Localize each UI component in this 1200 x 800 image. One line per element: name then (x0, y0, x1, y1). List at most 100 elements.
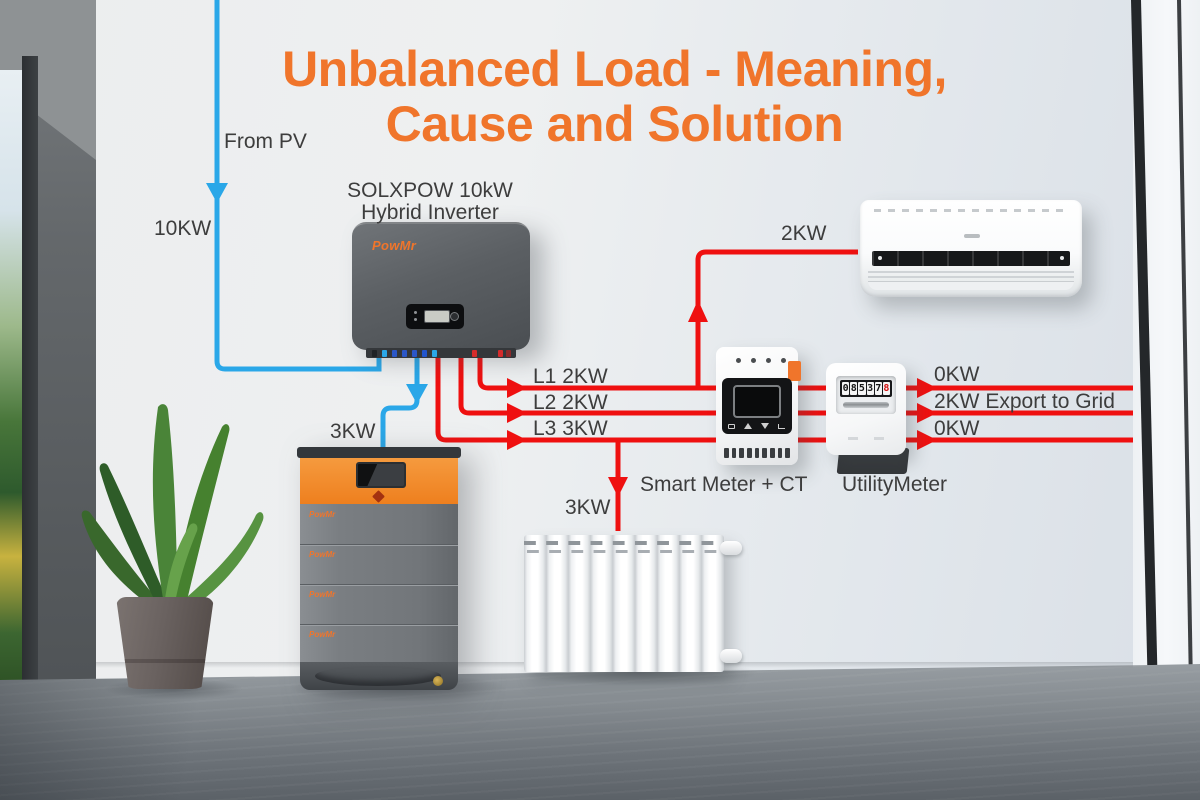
smart-meter-terminal-dot (781, 358, 786, 363)
battery-seam (300, 544, 458, 546)
meter-digit: 8 (850, 382, 858, 395)
smart-meter-enter-button-icon (778, 423, 785, 429)
pv-to-inverter-wire (214, 0, 382, 372)
left-window-wall (0, 0, 96, 800)
grid-l2-arrow-icon (917, 403, 937, 423)
inverter-display-panel (406, 304, 464, 329)
utility-meter-label: UtilityMeter (842, 473, 948, 496)
radiator-power-label: 3KW (565, 496, 611, 519)
smart-meter-terminal-dot (736, 358, 741, 363)
ac-grille (872, 251, 1070, 266)
grid-l2-label: 2KW Export to Grid (934, 390, 1115, 413)
smart-meter-label: Smart Meter + CT (640, 473, 808, 496)
battery-stack: PowMr PowMr PowMr PowMr (297, 447, 461, 690)
smart-meter-esc-button-icon (728, 423, 735, 429)
smart-meter-up-button-icon (744, 423, 752, 429)
meter-digit: 0 (842, 382, 850, 395)
meter-digit: 3 (866, 382, 874, 395)
utility-meter-display: 0 8 5 3 7 8 (836, 376, 896, 414)
utility-meter-marks (848, 437, 884, 440)
battery-emblem-icon (372, 490, 385, 503)
l1-to-ac-branch-wire (695, 249, 858, 388)
radiator-pipe-fitting-bottom (720, 649, 742, 663)
pv-power-label: 10KW (154, 217, 212, 240)
meter-digit-decimal: 8 (882, 382, 891, 395)
ac-ridge (868, 271, 1074, 273)
l1-arrow-icon (507, 378, 527, 398)
utility-meter: 0 8 5 3 7 8 (826, 363, 906, 455)
smart-meter-terminals (724, 448, 791, 458)
grid-l3-label: 0KW (934, 417, 980, 440)
battery-top-cap (297, 447, 461, 458)
grid-l3-arrow-icon (917, 430, 937, 450)
radiator-pipe-fitting-top (720, 541, 742, 555)
hybrid-inverter: PowMr (352, 222, 530, 350)
l2-label: L2 2KW (533, 391, 608, 414)
battery-body: PowMr PowMr PowMr PowMr (300, 504, 458, 662)
battery-seam (300, 624, 458, 626)
battery-seam (300, 584, 458, 586)
battery-module-logo: PowMr (309, 550, 336, 559)
utility-meter-register: 0 8 5 3 7 8 (840, 380, 892, 397)
page-title: Unbalanced Load - Meaning, Cause and Sol… (96, 42, 1133, 152)
pv-arrow-down-icon (206, 183, 228, 203)
smart-meter-screen (733, 385, 781, 418)
smart-meter-terminal-dot (766, 358, 771, 363)
radiator-arrow-down-icon (608, 477, 628, 497)
smart-meter-terminal-dot (751, 358, 756, 363)
battery-wheel (433, 676, 443, 686)
battery-power-label: 3KW (330, 420, 376, 443)
inverter-led-icon (414, 311, 417, 314)
l3-arrow-icon (507, 430, 527, 450)
inverter-model-line2: Hybrid Inverter (361, 201, 499, 224)
from-pv-label: From PV (224, 130, 307, 153)
utility-meter-dial (843, 402, 889, 408)
inverter-model-line1: SOLXPOW 10kW (347, 179, 513, 202)
battery-screen (356, 462, 406, 488)
radiator (524, 535, 742, 672)
ac-logo (964, 234, 980, 238)
smart-meter-clip (788, 361, 801, 381)
meter-digit: 7 (874, 382, 882, 395)
plant-leaves-icon (81, 404, 264, 609)
inverter-button (450, 312, 459, 321)
inverter-to-battery-wire (380, 354, 420, 449)
l3-wire (435, 356, 1133, 443)
battery-module-logo: PowMr (309, 590, 336, 599)
ac-arrow-up-icon (688, 300, 708, 322)
smart-meter-buttons (728, 422, 786, 430)
plant-pot (116, 597, 214, 689)
battery-control-module (300, 458, 458, 504)
l1-label: L1 2KW (533, 365, 608, 388)
battery-module-logo: PowMr (309, 510, 336, 519)
ac-ridge (868, 276, 1074, 278)
window-glass (0, 70, 24, 710)
grid-l1-label: 0KW (934, 363, 980, 386)
air-conditioner (860, 200, 1082, 297)
ac-top-vent (874, 209, 1068, 212)
l2-wire (458, 356, 1133, 416)
window-frame (22, 56, 38, 716)
ac-bottom-lip (868, 281, 1074, 290)
smart-meter-panel (722, 378, 792, 434)
title-line-1: Unbalanced Load - Meaning, (282, 41, 947, 97)
l1-wire (477, 356, 1133, 391)
grid-l1-arrow-icon (917, 378, 937, 398)
battery-base-arch (315, 666, 441, 686)
title-line-2: Cause and Solution (385, 96, 844, 152)
meter-digit: 5 (858, 382, 866, 395)
l3-label: L3 3KW (533, 417, 608, 440)
battery-arrow-down-icon (406, 384, 428, 404)
inverter-brand-logo: PowMr (372, 238, 417, 253)
radiator-grille (524, 539, 724, 557)
battery-base (300, 662, 458, 690)
potted-plant (60, 395, 280, 695)
smart-meter (716, 347, 801, 465)
battery-module-logo: PowMr (309, 630, 336, 639)
inverter-screen (424, 310, 450, 323)
inverter-terminals (366, 348, 516, 358)
ac-power-label: 2KW (781, 222, 827, 245)
l2-arrow-icon (507, 403, 527, 423)
